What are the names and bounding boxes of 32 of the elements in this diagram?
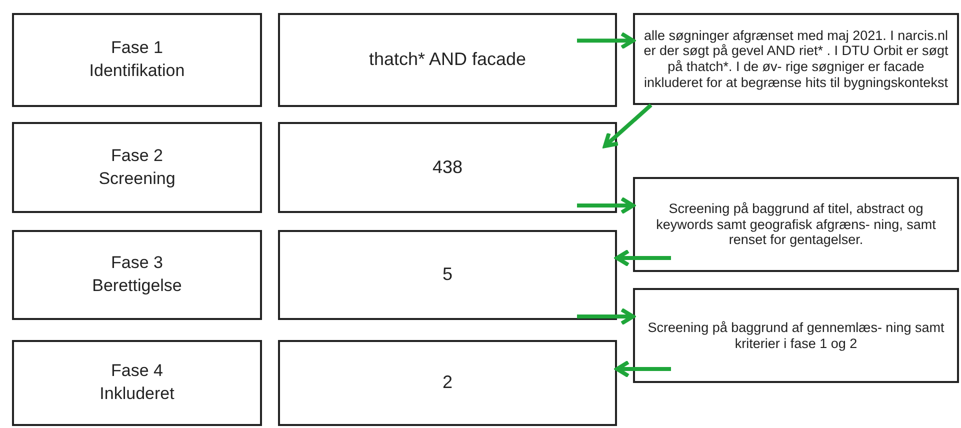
note-box xyxy=(633,177,959,272)
note-text: alle søgninger afgrænset med maj 2021. I narcis.nl er der søgt på gevel AND riet* . I DTU Orbit er søgt på thatch*. I de øv- rige søgniger er facade inkluderet for at begrænse hits til bygningskontekst xyxy=(642,28,950,90)
phase-label: Screening xyxy=(98,168,176,190)
arrow xyxy=(615,249,671,267)
arrow xyxy=(603,104,652,148)
arrow xyxy=(577,32,635,50)
record-count: 2 xyxy=(441,371,454,394)
record-count: 438 xyxy=(431,156,464,179)
phase-title: Fase 4 xyxy=(110,360,164,382)
phase-title: Fase 1 xyxy=(110,37,164,60)
phase-label: Berettigelse xyxy=(91,275,183,297)
phase-title: Fase 2 xyxy=(110,144,164,167)
phase-box xyxy=(12,122,262,213)
phase-box xyxy=(12,340,262,426)
count-box xyxy=(278,340,617,426)
phase-label: Identifikation xyxy=(88,60,186,82)
arrow xyxy=(577,308,635,326)
record-count: 5 xyxy=(441,263,454,286)
phase-box xyxy=(12,230,262,320)
count-box xyxy=(278,230,617,320)
query-box xyxy=(278,13,617,107)
count-box xyxy=(278,122,617,213)
phase-title: Fase 3 xyxy=(110,252,164,274)
phase-label: Inkluderet xyxy=(98,383,176,405)
arrow xyxy=(615,360,671,378)
note-text: Screening på baggrund af gennemlæs- ning samt kriterier i fase 1 og 2 xyxy=(646,320,946,352)
note-box xyxy=(633,13,959,105)
search-query: thatch* AND facade xyxy=(368,48,528,72)
note-box xyxy=(633,288,959,383)
arrow xyxy=(577,196,635,214)
phase-box xyxy=(12,13,262,107)
note-text: Screening på baggrund af titel, abstract og keywords samt geografisk afgræns- ning, samt renset for gentagelser. xyxy=(655,201,937,248)
